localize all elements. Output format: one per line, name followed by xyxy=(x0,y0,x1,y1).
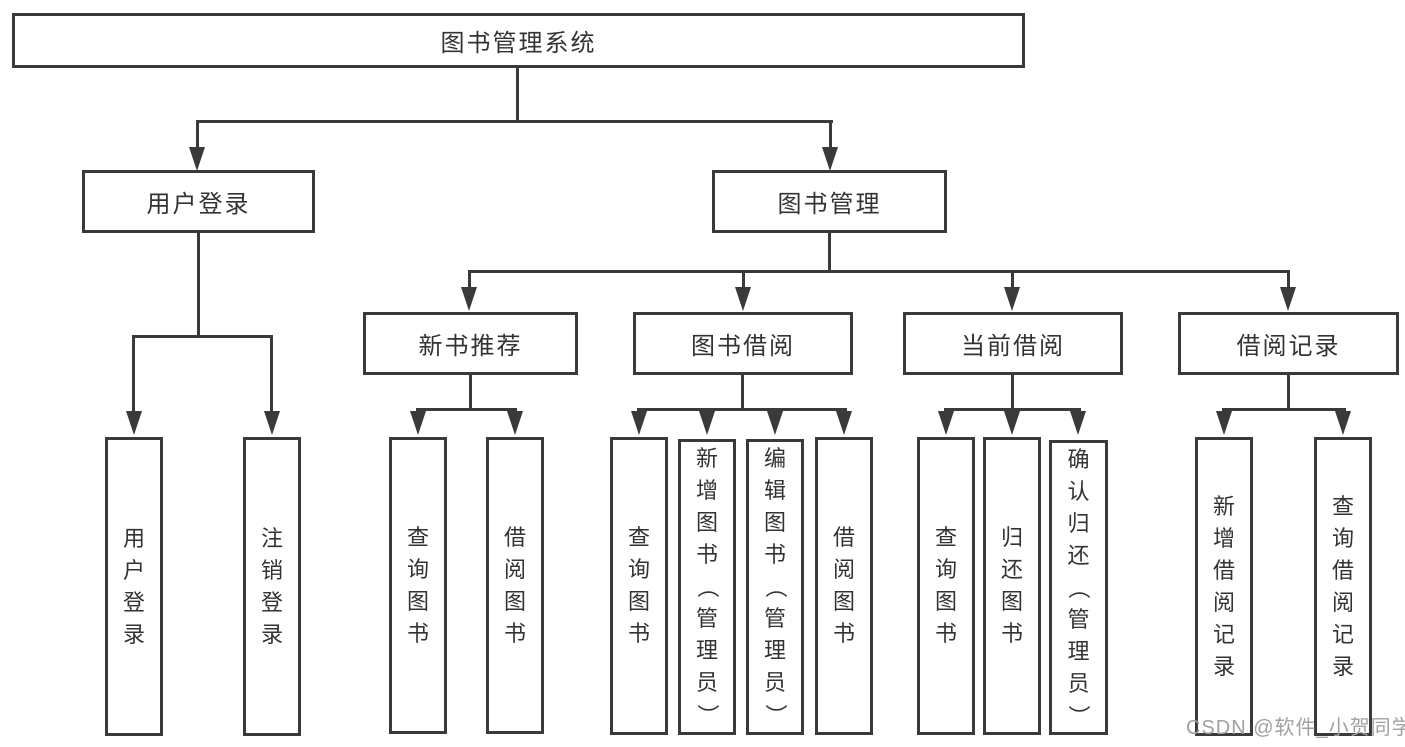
node-leaf-confirm-return-admin: 确认归还（管理员） xyxy=(1049,440,1108,735)
connector-line xyxy=(196,120,833,123)
connector-line xyxy=(829,120,832,150)
arrowhead-down-icon xyxy=(461,287,477,311)
connector-line xyxy=(828,233,831,272)
node-leaf-borrow-books-1: 借阅图书 xyxy=(486,437,544,734)
connector-line xyxy=(197,233,200,337)
node-leaf-borrow-books-2: 借阅图书 xyxy=(815,437,873,735)
node-leaf-query-books-2: 查询图书 xyxy=(610,437,668,735)
arrowhead-down-icon xyxy=(1280,287,1296,311)
arrowhead-down-icon xyxy=(938,411,954,435)
connector-line xyxy=(132,335,273,338)
arrowhead-down-icon xyxy=(735,287,751,311)
arrowhead-down-icon xyxy=(1335,411,1351,435)
connector-line xyxy=(944,408,1081,411)
node-book-management: 图书管理 xyxy=(712,170,947,233)
node-user-login: 用户登录 xyxy=(82,170,315,233)
arrowhead-down-icon xyxy=(264,411,280,435)
connector-line xyxy=(270,335,273,412)
arrowhead-down-icon xyxy=(126,411,142,435)
connector-line xyxy=(196,120,199,150)
connector-line xyxy=(742,270,745,288)
arrowhead-down-icon xyxy=(1004,287,1020,311)
node-current-borrow: 当前借阅 xyxy=(903,312,1123,375)
arrowhead-down-icon xyxy=(1070,411,1086,435)
connector-line xyxy=(1222,408,1346,411)
node-leaf-edit-books-admin: 编辑图书（管理员） xyxy=(746,439,804,735)
node-new-book-recommend: 新书推荐 xyxy=(363,312,578,375)
connector-line xyxy=(1287,270,1290,288)
connector-line xyxy=(469,375,472,410)
connector-line xyxy=(516,68,519,122)
node-leaf-logout: 注销登录 xyxy=(243,437,301,736)
node-book-borrow: 图书借阅 xyxy=(633,312,853,375)
connector-line xyxy=(416,408,517,411)
node-leaf-add-books-admin: 新增图书（管理员） xyxy=(678,439,736,735)
node-leaf-query-books-3: 查询图书 xyxy=(917,437,975,735)
arrowhead-down-icon xyxy=(410,411,426,435)
arrowhead-down-icon xyxy=(699,411,715,435)
node-leaf-return-books: 归还图书 xyxy=(983,437,1041,735)
connector-line xyxy=(1287,375,1290,410)
connector-line xyxy=(1011,375,1014,410)
arrowhead-down-icon xyxy=(1004,411,1020,435)
node-library-management-system: 图书管理系统 xyxy=(12,13,1025,68)
connector-line xyxy=(132,335,135,412)
node-leaf-user-login: 用户登录 xyxy=(105,437,163,736)
connector-line xyxy=(741,375,744,410)
arrowhead-down-icon xyxy=(767,411,783,435)
node-borrow-records: 借阅记录 xyxy=(1178,312,1399,375)
arrowhead-down-icon xyxy=(507,411,523,435)
arrowhead-down-icon xyxy=(1216,411,1232,435)
connector-line xyxy=(468,270,1290,273)
node-leaf-query-borrow-record: 查询借阅记录 xyxy=(1314,437,1372,736)
arrowhead-down-icon xyxy=(631,411,647,435)
connector-line xyxy=(468,270,471,288)
connector-line xyxy=(1011,270,1014,288)
watermark-text: CSDN @软件_小贺同学 xyxy=(1186,717,1405,739)
connector-line xyxy=(637,408,847,411)
node-leaf-query-books-1: 查询图书 xyxy=(389,437,447,734)
arrowhead-down-icon xyxy=(836,411,852,435)
arrowhead-down-icon xyxy=(189,147,205,171)
node-leaf-add-borrow-record: 新增借阅记录 xyxy=(1195,437,1253,736)
arrowhead-down-icon xyxy=(822,147,838,171)
